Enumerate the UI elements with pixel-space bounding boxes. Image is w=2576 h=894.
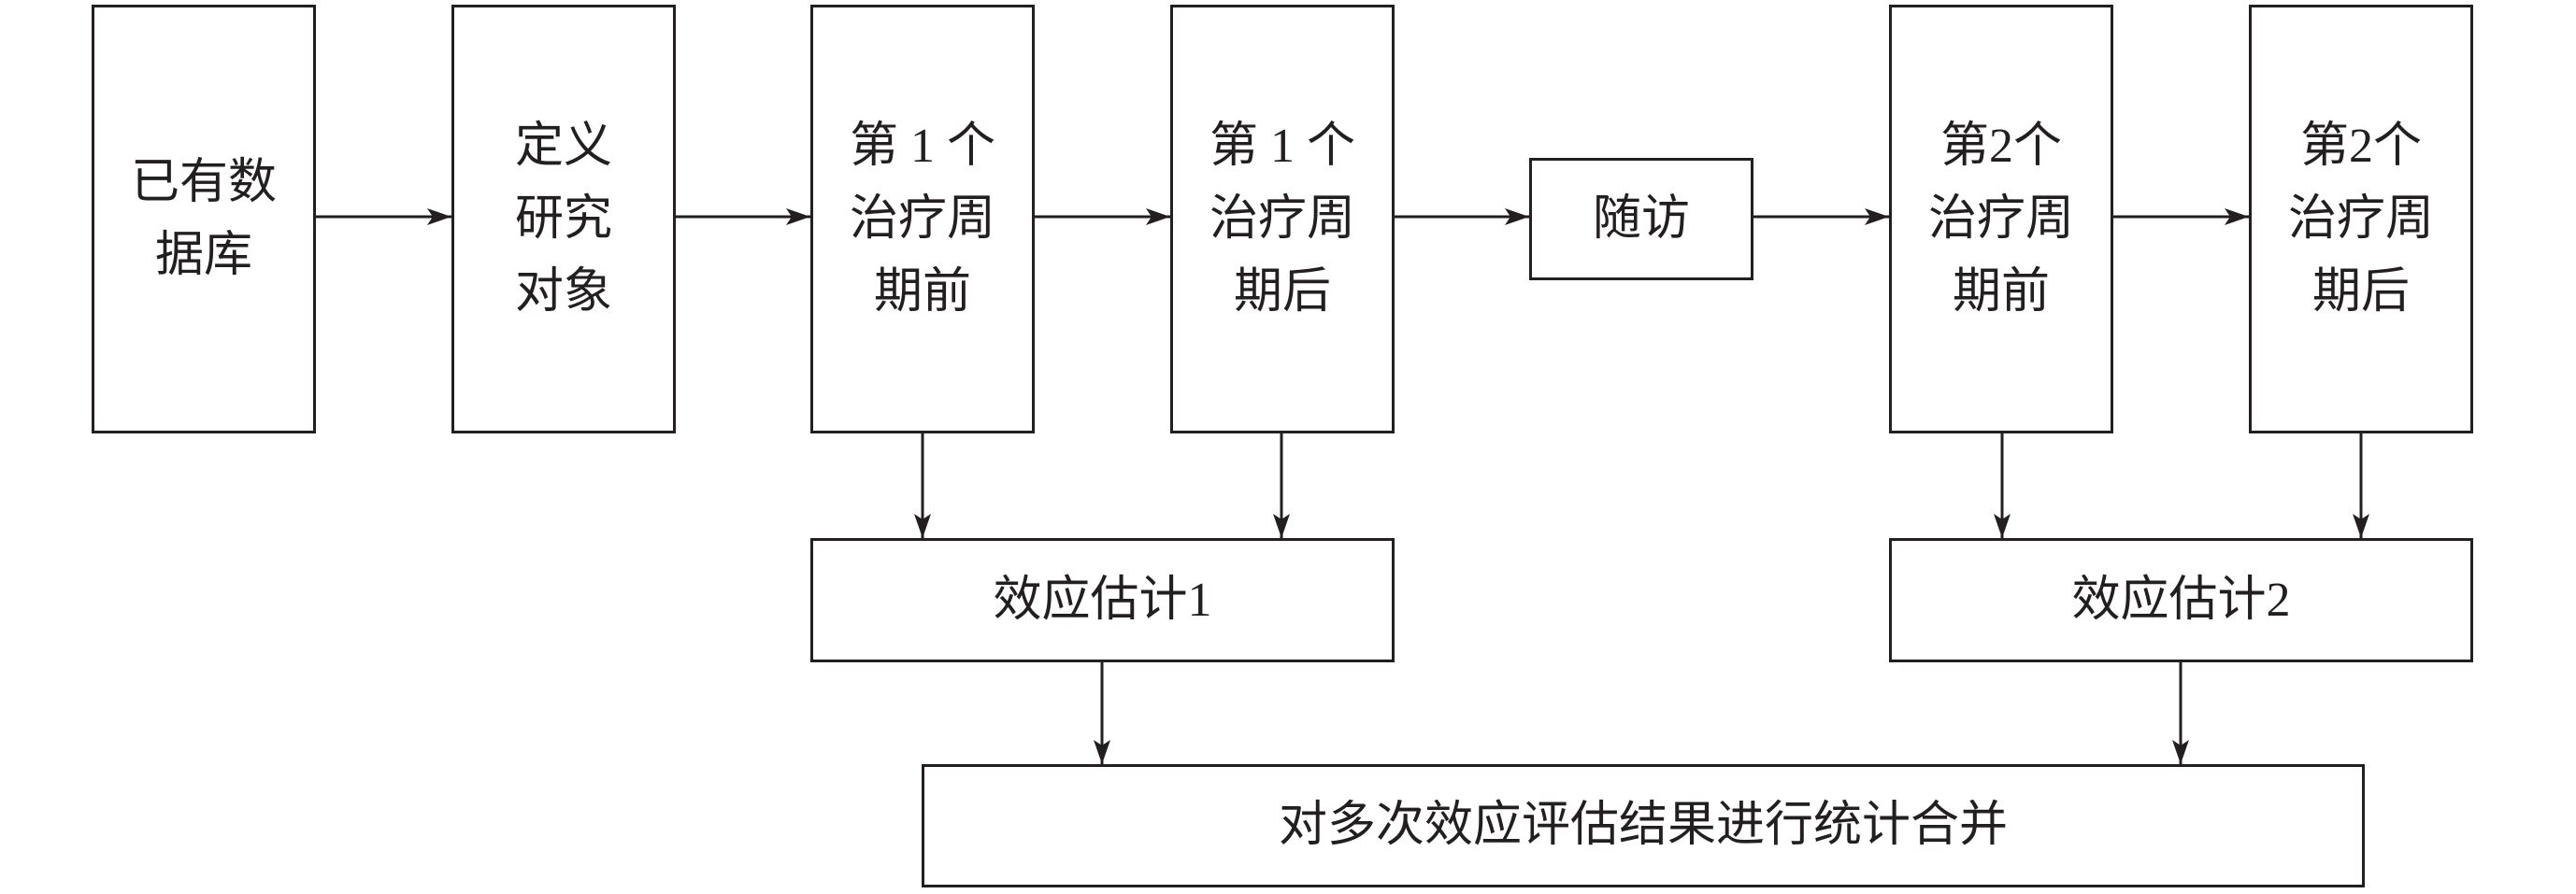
node-label-line: 期后 (2311, 264, 2410, 319)
node-label-line: 第 1 个 (849, 119, 995, 173)
node-label-line: 第2个 (2299, 119, 2422, 173)
node-after-cycle-2: 第2个 治疗周 期后 (2249, 5, 2473, 433)
node-before-cycle-2: 第2个 治疗周 期前 (1889, 5, 2113, 433)
node-label-line: 治疗周 (849, 192, 995, 246)
node-effect-estimate-2: 效应估计2 (1889, 538, 2473, 662)
node-existing-database: 已有数 据库 (92, 5, 316, 433)
node-label: 效应估计2 (2071, 573, 2291, 627)
node-pooled-analysis: 对多次效应评估结果进行统计合并 (922, 764, 2365, 887)
node-label-line: 定义 (514, 119, 612, 173)
node-label-line: 期后 (1233, 264, 1331, 319)
node-label-line: 第 1 个 (1209, 119, 1355, 173)
node-after-cycle-1: 第 1 个 治疗周 期后 (1170, 5, 1395, 433)
node-label-line: 研究 (514, 192, 612, 246)
node-label-line: 已有数 (130, 155, 277, 209)
node-label-line: 第2个 (1939, 119, 2062, 173)
node-label-line: 期前 (873, 264, 971, 319)
node-label-line: 据库 (154, 228, 252, 282)
node-define-study-subjects: 定义 研究 对象 (451, 5, 676, 433)
node-effect-estimate-1: 效应估计1 (810, 538, 1395, 662)
node-follow-up: 随访 (1529, 158, 1753, 280)
node-before-cycle-1: 第 1 个 治疗周 期前 (810, 5, 1035, 433)
node-label-line: 对象 (514, 264, 612, 319)
node-label-line: 治疗周 (2287, 192, 2434, 246)
node-label: 效应估计1 (993, 573, 1212, 627)
node-label-line: 期前 (1952, 264, 2050, 319)
node-label-line: 治疗周 (1927, 192, 2074, 246)
node-label-line: 治疗周 (1209, 192, 1355, 246)
node-label: 对多次效应评估结果进行统计合并 (1278, 799, 2008, 852)
node-label: 随访 (1592, 192, 1690, 246)
